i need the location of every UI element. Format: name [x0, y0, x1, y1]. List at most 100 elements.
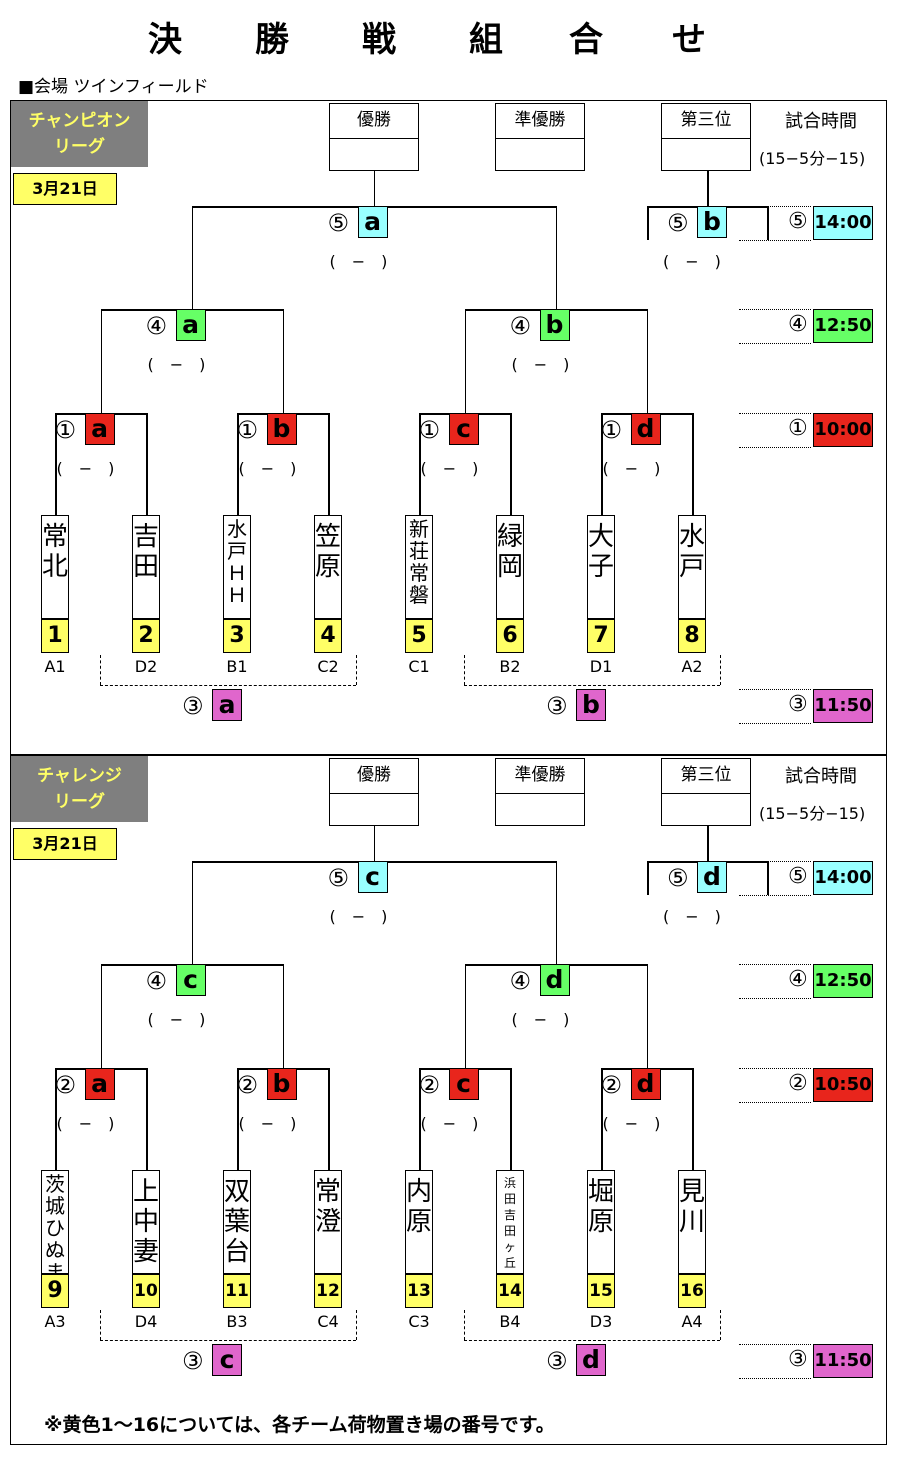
- team-name: 吉田: [132, 515, 160, 619]
- team-name-char: 大: [588, 522, 615, 552]
- team-name: 双葉台: [223, 1170, 251, 1274]
- team-name-char: 常: [315, 1177, 342, 1207]
- match-letter-box: c: [357, 861, 388, 893]
- round-marker: ①: [600, 416, 623, 444]
- group-code: D3: [589, 1312, 613, 1331]
- time-guide-line: [739, 1344, 811, 1345]
- bracket-line: [601, 413, 603, 517]
- storage-number-badge: 16: [678, 1274, 706, 1308]
- team-name-char: 原: [315, 552, 342, 582]
- bracket-line: [555, 861, 557, 965]
- storage-number-badge: 6: [496, 619, 524, 653]
- rank-label: 準優勝: [496, 104, 584, 139]
- time-guide-line: [739, 1102, 811, 1103]
- title-char: 組: [469, 20, 503, 60]
- score-placeholder: ( − ): [238, 459, 297, 478]
- round-marker: ⑤: [667, 209, 689, 237]
- bracket-line: [100, 964, 102, 1068]
- time-guide-line: [739, 689, 811, 690]
- team-name-char: 戸: [679, 552, 706, 582]
- team-name-char: 原: [406, 1207, 433, 1237]
- score-placeholder: ( − ): [147, 1010, 206, 1029]
- rank-label: 優勝: [330, 104, 418, 139]
- storage-number-badge: 2: [132, 619, 160, 653]
- time-round-marker: ④: [788, 967, 808, 992]
- score-placeholder: ( − ): [663, 907, 721, 926]
- time-round-marker: ⑤: [788, 864, 808, 889]
- round-marker: ④: [509, 967, 532, 995]
- time-guide-line: [739, 309, 811, 310]
- title-char: せ: [672, 20, 706, 60]
- bracket-line: [692, 413, 694, 517]
- time-guide-line: [739, 206, 811, 207]
- team-name-char: 丘: [503, 1256, 516, 1270]
- team-name-char: 荘: [409, 539, 429, 563]
- match-letter-box: a: [84, 413, 115, 445]
- time-header: 試合時間: [785, 111, 857, 132]
- team-name-char: 茨: [45, 1172, 65, 1196]
- round-marker: ②: [54, 1071, 77, 1099]
- title-char: 戦: [362, 20, 396, 60]
- time-guide-line: [739, 343, 811, 344]
- rank-label: 第三位: [662, 759, 750, 794]
- round-marker: ②: [236, 1071, 259, 1099]
- score-placeholder: ( − ): [56, 1114, 115, 1133]
- storage-number-badge: 5: [405, 619, 433, 653]
- consolation-bracket-line: [720, 1310, 721, 1340]
- round-marker: ⑤: [667, 864, 689, 892]
- group-code: C1: [408, 657, 430, 676]
- consolation-bracket-line: [464, 1310, 465, 1340]
- score-placeholder: ( − ): [602, 1114, 661, 1133]
- score-placeholder: ( − ): [329, 252, 388, 271]
- team-name-char: 吉: [133, 522, 160, 552]
- round-marker: ③: [546, 1347, 568, 1375]
- team-name-char: 原: [588, 1207, 615, 1237]
- team-name-char: ひ: [45, 1216, 65, 1240]
- score-placeholder: ( − ): [147, 355, 206, 374]
- rank-box: 準優勝: [495, 758, 585, 826]
- team-name-char: 澄: [315, 1207, 342, 1237]
- bracket-line: [237, 413, 239, 517]
- bracket-line: [464, 309, 466, 413]
- time-guide-line: [739, 1068, 811, 1069]
- bracket-line: [510, 1068, 512, 1172]
- consolation-bracket-line: [100, 685, 356, 686]
- team-name-char: 子: [588, 552, 615, 582]
- score-placeholder: ( − ): [238, 1114, 297, 1133]
- time-guide-line: [739, 861, 811, 862]
- time-guide-line: [739, 723, 811, 724]
- bracket-line: [146, 1068, 148, 1172]
- storage-number-badge: 7: [587, 619, 615, 653]
- group-code: C3: [408, 1312, 430, 1331]
- bracket-line: [419, 413, 421, 517]
- score-placeholder: ( − ): [420, 459, 479, 478]
- round-marker: ①: [418, 416, 441, 444]
- time-format: (15−5分−15): [759, 149, 866, 168]
- team-name-char: 内: [406, 1177, 433, 1207]
- time-round-marker: ④: [788, 312, 808, 337]
- round-marker: ④: [145, 967, 168, 995]
- consolation-bracket-line: [100, 1310, 101, 1340]
- group-code: B3: [226, 1312, 248, 1331]
- team-name-char: ヶ: [503, 1240, 516, 1254]
- score-placeholder: ( − ): [329, 907, 388, 926]
- bracket-line: [373, 171, 375, 207]
- league-name-line: リーグ: [54, 137, 105, 157]
- group-code: B2: [499, 657, 521, 676]
- score-placeholder: ( − ): [602, 459, 661, 478]
- group-code: A1: [44, 657, 66, 676]
- footnote: ※黄色1〜16については、各チーム荷物置き場の番号です。: [44, 1414, 555, 1436]
- round-marker: ③: [546, 692, 568, 720]
- bracket-line: [328, 1068, 330, 1172]
- rank-box: 優勝: [329, 758, 419, 826]
- team-name-char: 中: [133, 1207, 160, 1237]
